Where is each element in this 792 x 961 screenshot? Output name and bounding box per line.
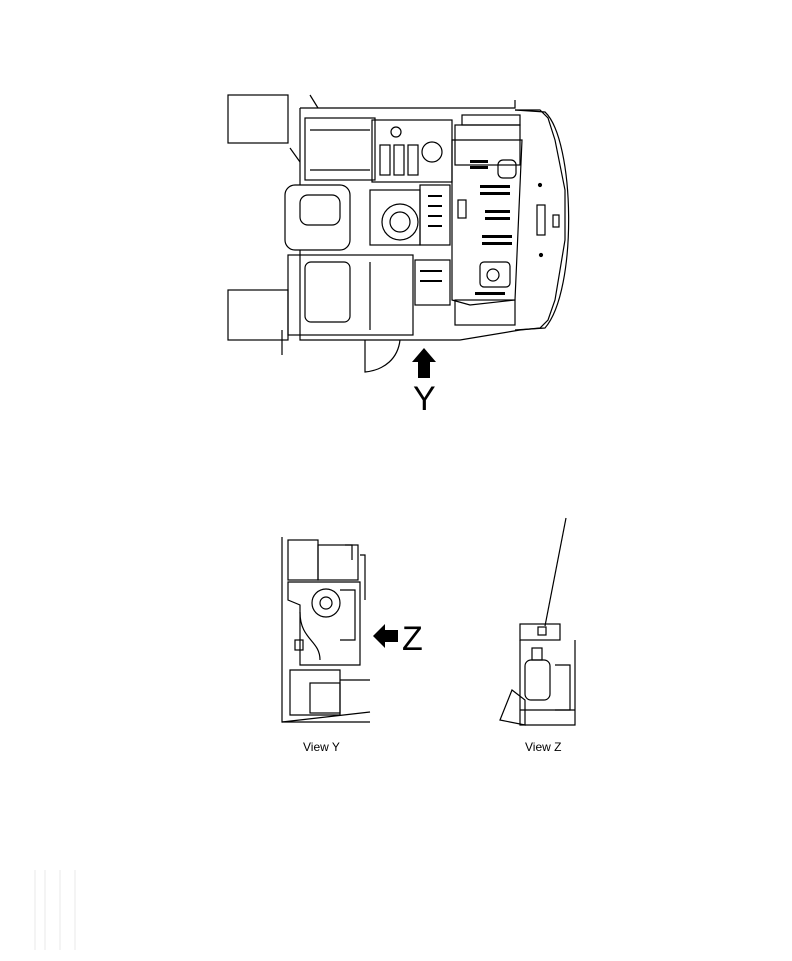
cab-lower bbox=[287, 254, 414, 336]
leader-line bbox=[544, 517, 567, 627]
view-y-engine bbox=[287, 539, 319, 581]
view-y-caption: View Y bbox=[303, 740, 340, 754]
frame-outline bbox=[299, 100, 566, 341]
fan-housing bbox=[369, 189, 421, 246]
view-y-drawing bbox=[281, 537, 371, 723]
left-bracket-upper bbox=[227, 94, 289, 144]
view-z-caption: View Z bbox=[525, 740, 562, 754]
arrow-y-label: Y bbox=[413, 380, 436, 418]
seat bbox=[284, 184, 351, 251]
vent-dots bbox=[420, 160, 512, 295]
top-view-machine bbox=[227, 94, 570, 373]
engine-block bbox=[304, 117, 376, 181]
counterweight-outline bbox=[514, 109, 570, 331]
tank-area bbox=[451, 139, 523, 306]
pump-compartment bbox=[371, 119, 453, 183]
arrow-z bbox=[373, 624, 398, 648]
scan-artifact bbox=[34, 870, 76, 950]
view-z-tank bbox=[524, 659, 551, 701]
left-bracket-lower bbox=[227, 289, 289, 341]
arrow-y bbox=[412, 348, 436, 378]
radiator-grid bbox=[454, 124, 521, 166]
arrow-z-label: Z bbox=[402, 620, 423, 658]
view-z-drawing bbox=[499, 517, 576, 726]
view-y-fan bbox=[311, 588, 341, 618]
fan-circle bbox=[381, 203, 419, 241]
door-swing-arc bbox=[364, 339, 401, 373]
